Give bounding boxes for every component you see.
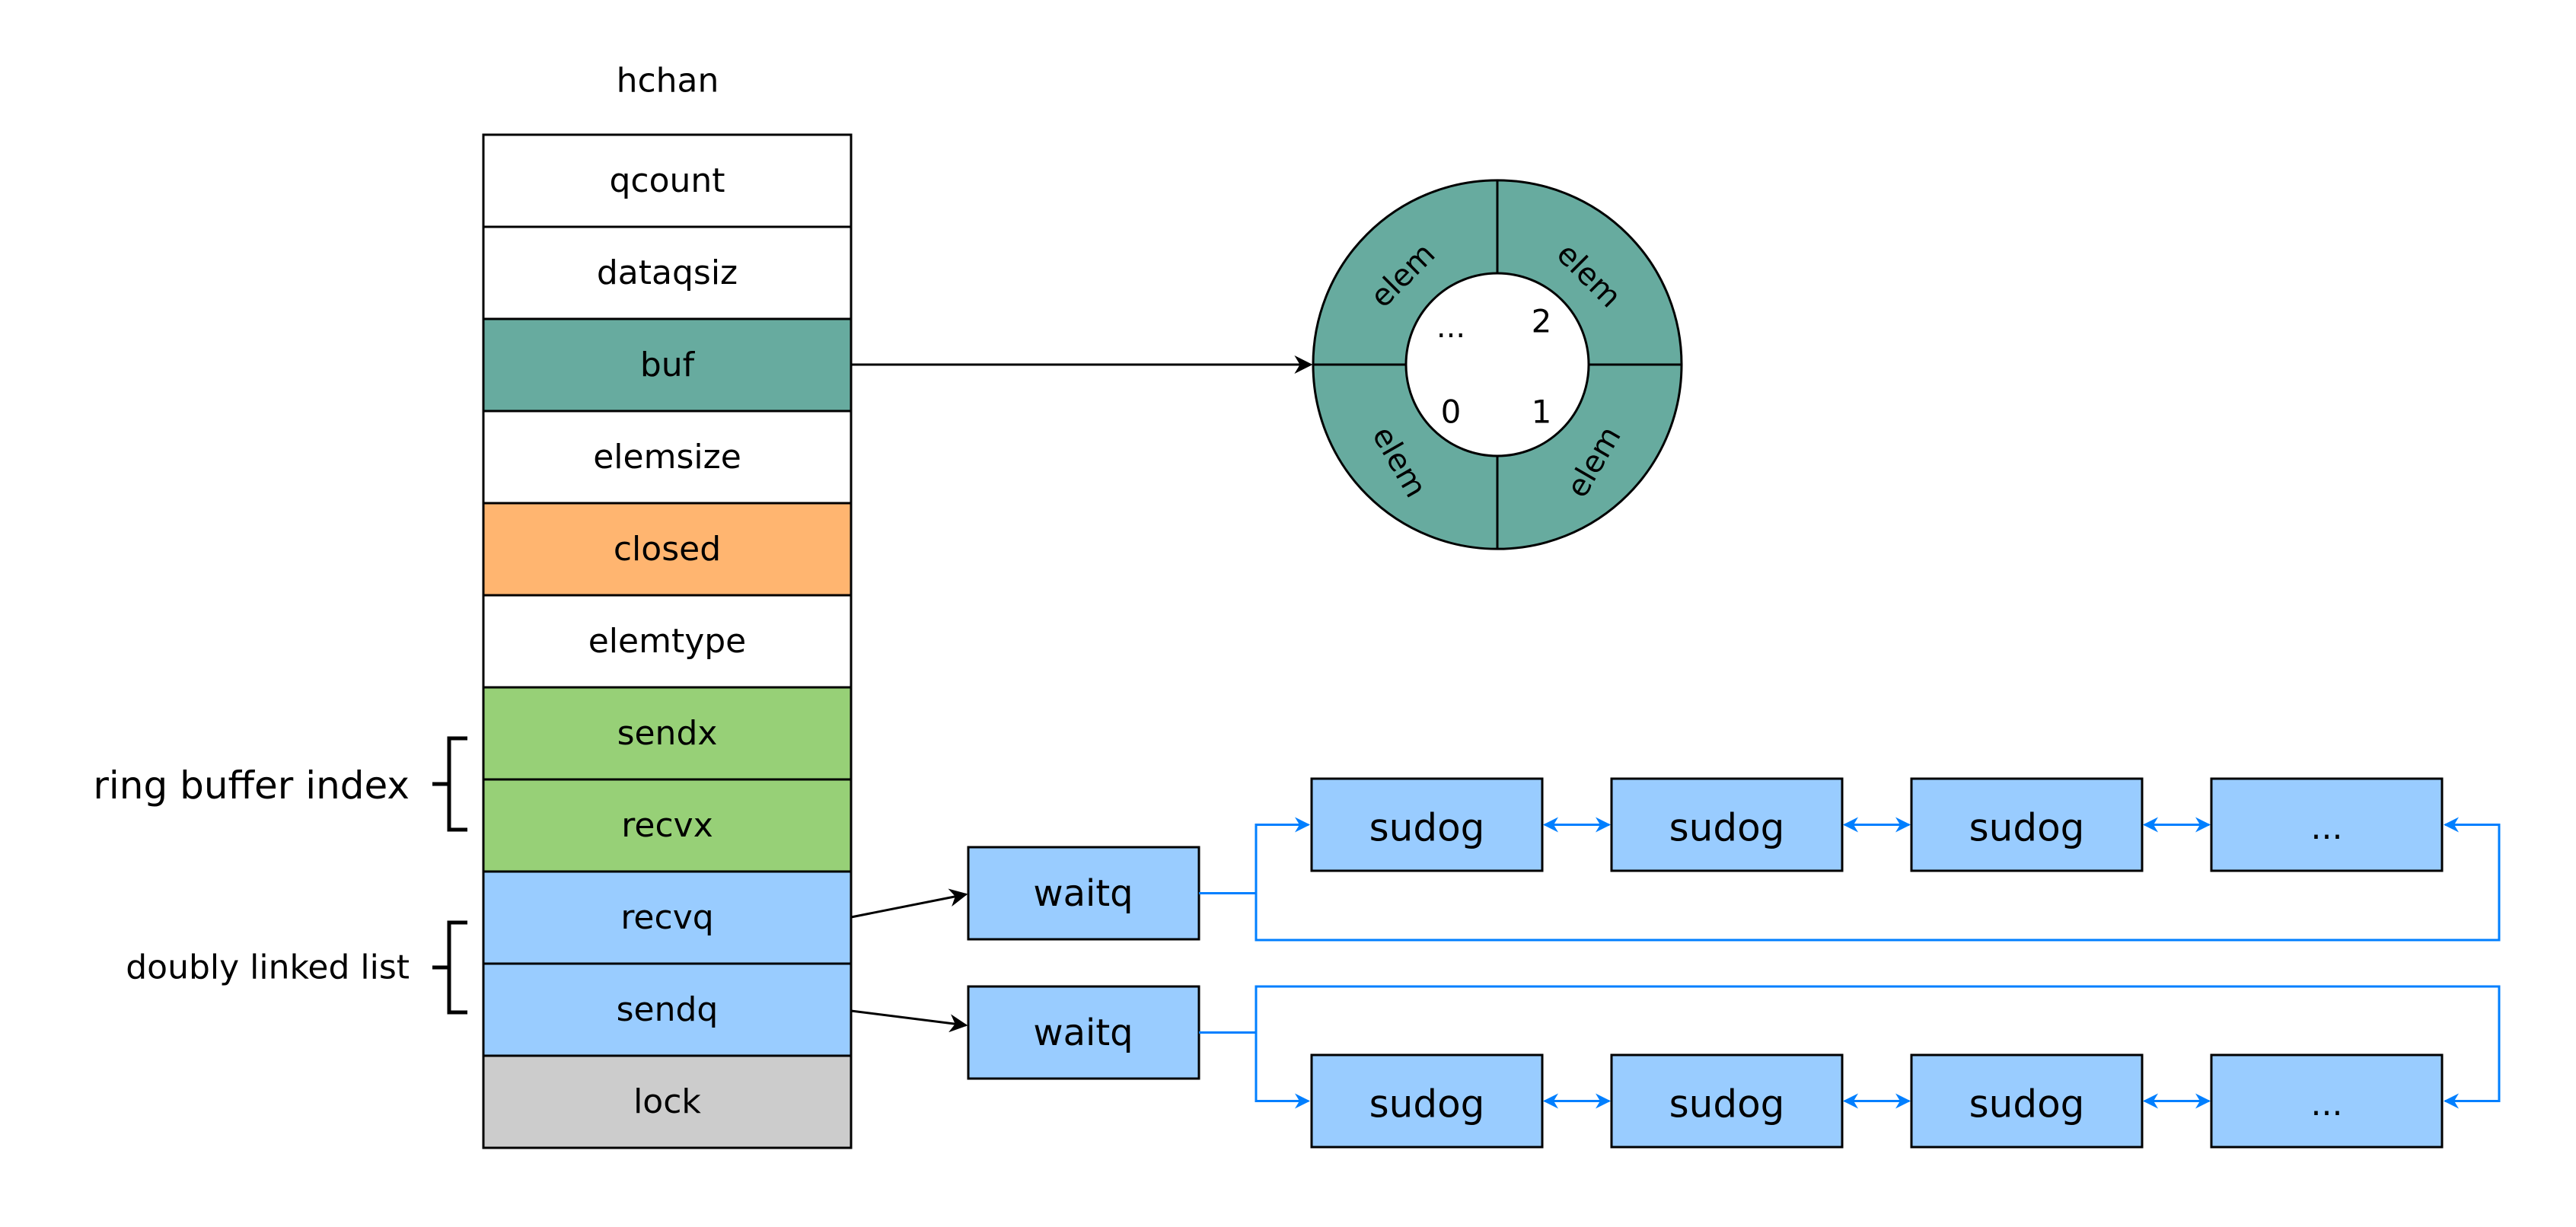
recvq-sudog-box	[1310, 777, 1544, 872]
recvq-sudog-box	[1610, 777, 1844, 872]
field-elemtype-label: elemtype	[588, 622, 747, 661]
doubly-linked-list-label: doubly linked list	[126, 948, 410, 987]
ring-buffer-brace	[432, 736, 467, 832]
hchan-field-stack: qcount dataqsiz buf elemsize closed elemtype s…	[482, 133, 853, 1149]
ring-index-2: 2	[1532, 303, 1552, 340]
field-buf-cell	[482, 317, 853, 413]
recvq-head-link	[1199, 817, 1310, 894]
recvq-sudog-box	[1910, 777, 2144, 872]
recvq-waitq-box	[967, 846, 1200, 941]
field-dataqsiz-cell	[482, 225, 853, 320]
field-qcount-cell	[482, 133, 853, 228]
sendq-waitq-box	[967, 985, 1200, 1080]
ring-index-1: 1	[1532, 394, 1552, 431]
sendq-tail-link	[1255, 985, 2501, 1109]
field-elemsize-cell	[482, 410, 853, 505]
sendq-sudog-label: sudog	[1369, 1082, 1485, 1127]
field-qcount-label: qcount	[609, 161, 725, 200]
recvq-sudog-label: sudog	[1669, 806, 1785, 850]
sendq-sudog-label: sudog	[1669, 1082, 1785, 1127]
field-elemsize-label: elemsize	[593, 438, 741, 476]
field-sendq-cell	[482, 962, 853, 1057]
sendq-list-tail-box	[2210, 1053, 2444, 1149]
field-recvq-label: recvq	[620, 898, 713, 937]
recvq-sudog-label: sudog	[1969, 806, 2085, 850]
field-sendq-label: sendq	[617, 990, 719, 1029]
ring-buffer: elem elem elem elem ... 2 0 1	[1312, 179, 1683, 550]
field-lock-label: lock	[633, 1082, 701, 1121]
sendq-head-link	[1199, 1031, 1310, 1109]
doubly-linked-list-brace	[432, 920, 467, 1015]
sendq-waitq-label: waitq	[1033, 1012, 1133, 1054]
sendq-list-tail-label: ...	[2311, 1085, 2343, 1123]
recvq-waitq-label: waitq	[1033, 872, 1133, 915]
wait-queues: waitq sudog sudog sudog... waitq sudog sudog su…	[967, 777, 2501, 1149]
field-sendx-label: sendx	[617, 714, 718, 753]
recvq-list-tail-box	[2210, 777, 2444, 872]
field-lock-cell	[482, 1054, 853, 1149]
ring-index-ellipsis: ...	[1436, 310, 1465, 345]
field-elemtype-cell	[482, 594, 853, 689]
field-closed-label: closed	[614, 530, 721, 569]
recvq-pointer-arrow	[850, 888, 968, 919]
field-recvx-label: recvx	[621, 806, 713, 845]
field-recvx-cell	[482, 778, 853, 873]
recvq-list-tail-label: ...	[2311, 808, 2343, 847]
field-buf-label: buf	[640, 346, 696, 384]
recvq-tail-link	[1255, 817, 2501, 942]
sendq-sudog-box	[1310, 1053, 1544, 1149]
sendq-sudog-box	[1610, 1053, 1844, 1149]
recvq-sudog-label: sudog	[1369, 806, 1485, 850]
sendq-pointer-arrow	[850, 1009, 968, 1033]
ring-index-0: 0	[1441, 394, 1462, 431]
sendq-sudog-label: sudog	[1969, 1082, 2085, 1127]
field-dataqsiz-label: dataqsiz	[597, 253, 738, 292]
sendq-sudog-box	[1910, 1053, 2144, 1149]
ring-buffer-index-label: ring buffer index	[93, 763, 410, 808]
hchan-title: hchan	[617, 62, 719, 100]
